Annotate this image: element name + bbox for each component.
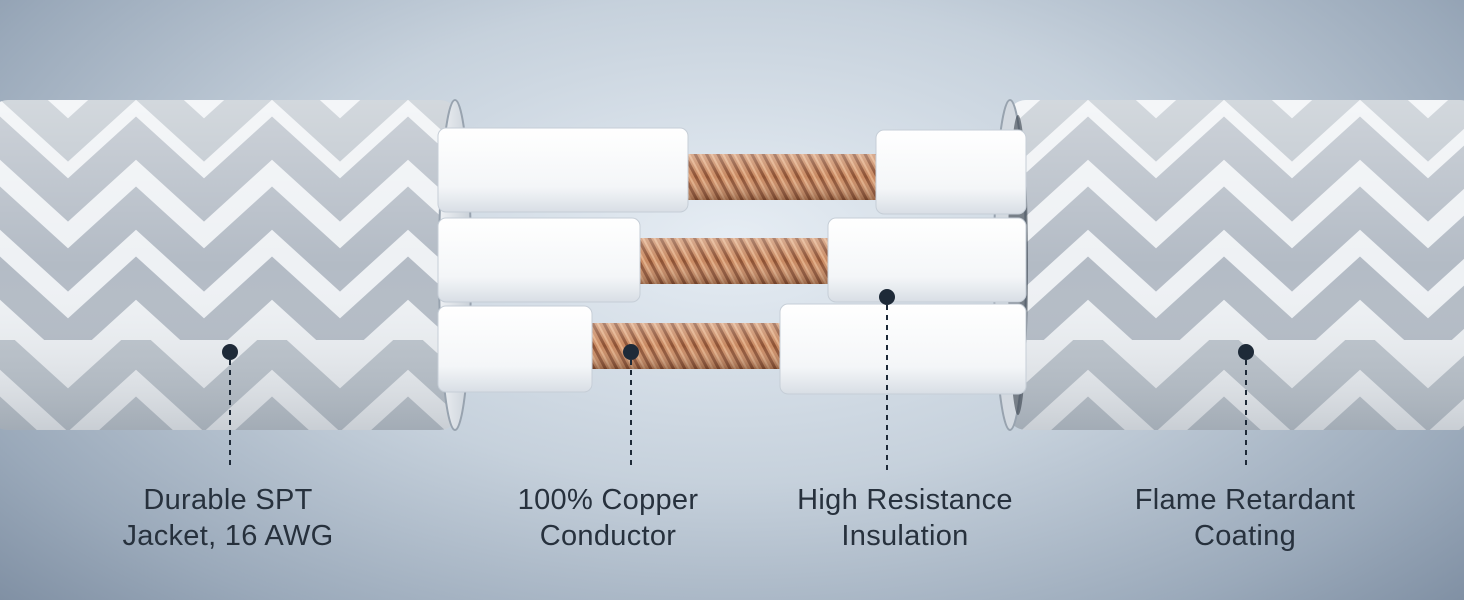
callout-jacket-marker xyxy=(222,344,238,470)
insulation-right-top xyxy=(875,129,1027,215)
insulation-right-bottom xyxy=(779,303,1027,395)
insulation-left-middle xyxy=(437,217,641,303)
marker-dot-icon xyxy=(879,289,895,305)
callout-label-coating: Flame Retardant Coating xyxy=(1095,482,1395,554)
callout-line-2: Conductor xyxy=(539,520,677,552)
insulation-left-top xyxy=(437,127,689,213)
callout-line-1: 100% Copper xyxy=(517,484,699,516)
callout-line-1: Flame Retardant xyxy=(1134,484,1356,516)
marker-dot-icon xyxy=(1238,344,1254,360)
callout-label-conductor: 100% Copper Conductor xyxy=(458,482,758,554)
marker-dot-icon xyxy=(623,344,639,360)
insulation-right-middle xyxy=(827,217,1027,303)
marker-dot-icon xyxy=(222,344,238,360)
callout-line-1: High Resistance xyxy=(797,484,1013,516)
callout-line-2: Insulation xyxy=(841,520,969,552)
callout-line-2: Jacket, 16 AWG xyxy=(122,520,334,552)
callout-insulation-marker xyxy=(879,289,895,470)
callout-line-1: Durable SPT xyxy=(143,484,313,516)
callout-coating-marker xyxy=(1238,344,1254,470)
callout-line-2: Coating xyxy=(1193,520,1297,552)
insulation-layers xyxy=(437,127,1027,395)
right-jacket-segment xyxy=(993,99,1464,431)
callout-conductor-marker xyxy=(623,344,639,470)
left-jacket-segment xyxy=(0,99,472,431)
copper-conductors xyxy=(584,154,886,369)
callout-label-insulation: High Resistance Insulation xyxy=(755,482,1055,554)
insulation-left-bottom xyxy=(437,305,593,393)
callout-label-jacket: Durable SPT Jacket, 16 AWG xyxy=(78,482,378,554)
